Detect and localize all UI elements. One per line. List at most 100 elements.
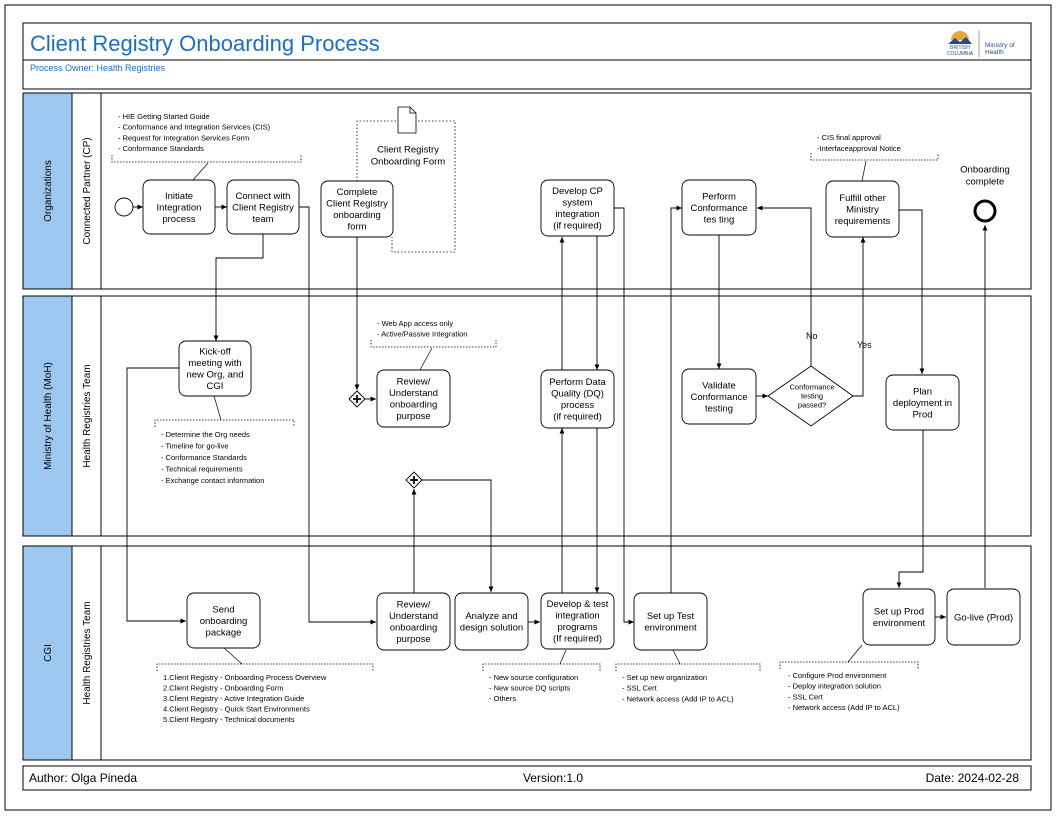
task-label: tes ting [704,214,735,225]
task-label: environment [873,618,926,629]
pool-ministry-of-health: Ministry of Health (MoH) Health Registri… [22,295,1032,537]
sequence-flows [126,204,988,625]
task-box [376,369,451,428]
task-label: Validate [702,380,736,391]
task-box [376,592,451,651]
flow-kickoff-to-send-package [126,367,186,624]
annotation-line: - Conformance Standards [161,453,247,462]
svg-text:BRITISH: BRITISH [950,45,970,51]
flow-connect-to-review-cgi [299,206,376,625]
annotation-line: -Interfaceapproval Notice [817,144,901,153]
annotation-line: - Set up new organization [622,673,707,682]
annotation-line: - Network access (Add IP to ACL) [788,703,900,712]
flow-setup-test-to-perform-conformance [670,205,682,593]
task-label: environment [644,623,697,634]
annotation-web-app-access: - Web App access only- Active/Passive In… [370,319,497,371]
annotation-bracket [156,663,374,671]
annotation-leader [672,649,681,665]
annotation-bracket [810,153,939,161]
task-box [178,340,252,397]
task-label: form [348,222,367,233]
annotation-package-documents: 1.Client Registry - Onboarding Process O… [156,647,374,724]
document-association [356,120,456,253]
task-label: Understand [389,611,438,622]
footer-author: Author: Olga Pineda [29,771,137,785]
flow-gateway-yes-path [853,237,866,397]
task-label: Conformance [690,203,747,214]
parallel-gateway-fork [405,471,423,489]
annotation-line: - Timeline for go-live [161,442,229,451]
annotation-line: - Others [489,694,516,703]
gateway-yes-label: Yes [857,340,872,350]
task-label: meeting with [188,358,241,369]
task-label: Conformance [690,392,747,403]
task-box [186,592,261,649]
lane-label-connected-partner: Connected Partner (CP) [82,137,93,244]
task-label: Perform [702,191,736,202]
task-label: Develop CP [552,186,603,197]
annotation-line: - Conformance and Integration Services (… [118,123,271,132]
annotation-bracket [370,340,497,348]
gateway-label: passed? [798,401,826,410]
task-label: Prod [912,409,932,420]
annotation-bracket [154,419,295,427]
footer-version: Version:1.0 [523,771,583,785]
task-label: Understand [389,388,438,399]
task-label: Client Registry [232,202,294,213]
bc-government-logo: BRITISH COLUMBIA Ministry of Health [947,31,1015,57]
annotation-line: 4.Client Registry - Quick Start Environm… [163,705,310,714]
svg-text:COLUMBIA: COLUMBIA [947,51,974,57]
task-box [633,592,708,651]
task-box [825,180,900,238]
annotation-line: - Technical requirements [161,465,243,474]
plus-icon [410,476,418,484]
annotation-line: - New source configuration [489,673,578,682]
bc-sun-icon [951,31,969,40]
header: Client Registry Onboarding Process Proce… [22,22,1032,90]
process-owner: Process Owner: Health Registries [30,63,166,73]
annotation-prod-environment: - Configure Prod environment - Deploy int… [779,644,919,712]
annotation-kickoff-notes: - Determine the Org needs- Timeline for … [154,395,295,485]
flow-plan-to-setup-prod [896,428,924,588]
flow-fulfill-to-plan [899,209,925,374]
task-box [540,369,615,429]
task-label: programs [557,622,597,633]
pool-label-cgi: CGI [43,644,54,662]
annotation-line: - Deploy integration solution [788,682,881,691]
annotation-line: - Exchange contact information [161,476,264,485]
task-label: Review/ [397,377,431,388]
task-label: system [562,198,592,209]
task-box [142,179,216,235]
footer: Author: Olga Pineda Version:1.0 Date: 20… [22,765,1032,791]
end-event-label: Onboarding [960,164,1010,175]
document-label: Onboarding Form [371,156,446,167]
task-label: Go-live (Prod) [954,612,1013,623]
task-label: Set up Test [647,611,695,622]
annotation-line: - Configure Prod environment [788,671,887,680]
task-label: Plan [913,386,932,397]
annotation-line: - Active/Passive Integration [377,330,467,339]
gateway-label: testing [801,392,823,401]
gateway-label: Conformance [789,383,834,392]
task-label: Complete [337,187,378,198]
task-label: design solution [460,623,523,634]
task-label: new Org, and [186,370,243,381]
task-label: Client Registry [326,199,388,210]
header-box [22,22,1032,90]
task-label: process [561,400,595,411]
flow-connect-to-kickoff [213,234,264,341]
svg-text:Health: Health [985,49,1004,56]
